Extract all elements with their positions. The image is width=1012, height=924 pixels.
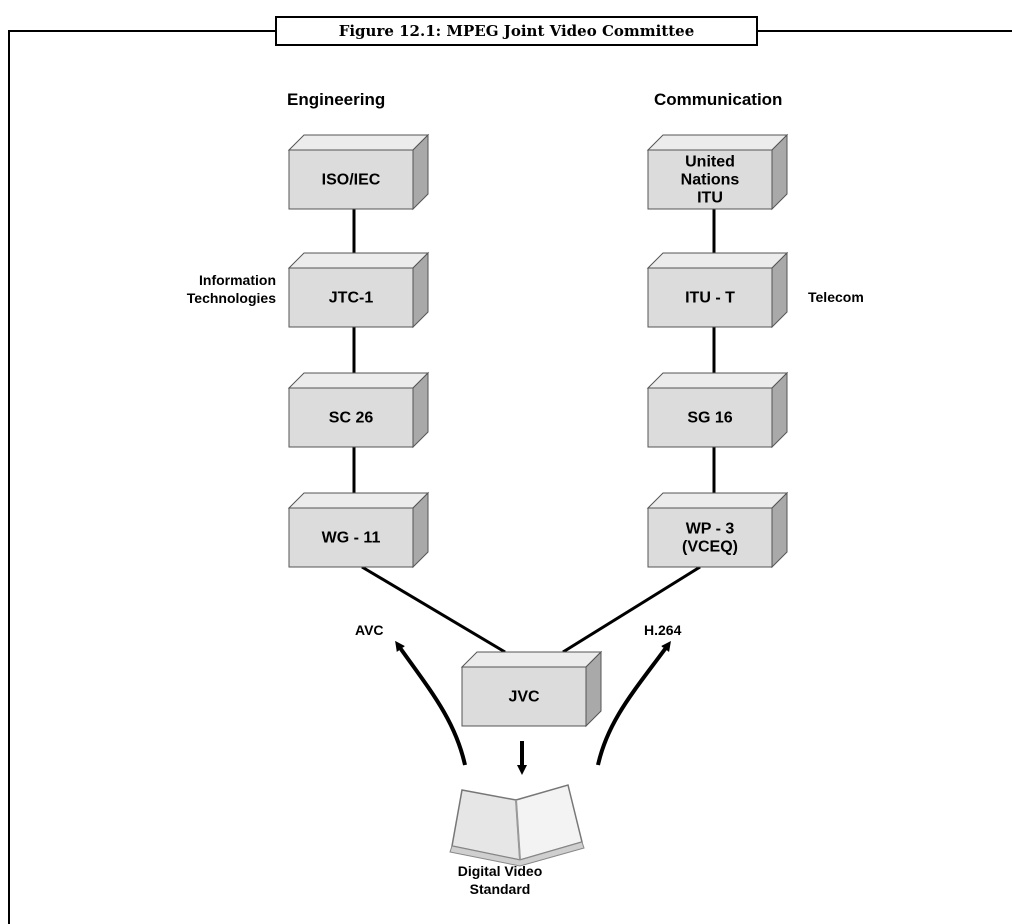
node-wg-11-top — [287, 492, 430, 509]
figure-caption: Figure 12.1: MPEG Joint Video Committee — [275, 16, 758, 46]
node-jvc-face — [461, 666, 587, 727]
node-wp-3-label-1: WP - 3 — [686, 521, 735, 538]
connector-wg11-jvc — [361, 565, 506, 654]
node-sc-26-top — [287, 372, 430, 389]
node-sc-26-label-1: SC 26 — [329, 410, 374, 427]
node-jvc-label-1: JVC — [508, 689, 540, 706]
node-sg-16-top — [646, 372, 789, 389]
node-un-itu-label-2: Nations — [681, 172, 740, 189]
book-page-edge — [449, 841, 585, 867]
dvs-label-line1: Digital Video — [457, 863, 543, 879]
node-wg-11-face — [288, 507, 414, 568]
node-iso-iec-face — [288, 149, 414, 210]
node-iso-iec-label-1: ISO/IEC — [322, 172, 381, 189]
node-jtc-1-top — [287, 252, 430, 269]
engineering-header: Engineering — [287, 90, 386, 109]
arrow-curve-to-h264 — [596, 640, 671, 766]
node-iso-iec-top — [287, 134, 430, 151]
node-sc-26-face — [288, 387, 414, 448]
node-wp-3-label-2: (VCEQ) — [682, 539, 738, 556]
node-un-itu-label-1: United — [685, 154, 735, 171]
node-jvc: JVC — [460, 650, 603, 728]
avc-label: AVC — [355, 622, 384, 638]
node-sg-16-label-1: SG 16 — [687, 410, 732, 427]
node-itu-t-top — [646, 252, 789, 269]
node-jtc-1: JTC-1 — [287, 251, 430, 329]
node-un-itu-face — [647, 149, 773, 210]
h264-label: H.264 — [644, 622, 682, 638]
telecom-label: Telecom — [808, 289, 864, 305]
book-spine — [515, 799, 521, 861]
connector-wp3-jvc — [562, 565, 701, 654]
info-label-line1: Information — [199, 272, 276, 288]
communication-header: Communication — [654, 90, 783, 109]
digital-video-standard-label: Digital Video Standard — [430, 862, 570, 898]
node-jvc-top — [460, 651, 603, 668]
connectors — [352, 207, 716, 775]
node-itu-t-label-1: ITU - T — [685, 290, 735, 307]
node-wp-3-top — [646, 492, 789, 509]
node-sg-16: SG 16 — [646, 371, 789, 449]
node-itu-t-face — [647, 267, 773, 328]
node-sg-16-face — [647, 387, 773, 448]
node-wg-11: WG - 11 — [287, 491, 430, 569]
node-itu-t: ITU - T — [646, 251, 789, 329]
node-sc-26: SC 26 — [287, 371, 430, 449]
node-jtc-1-label-1: JTC-1 — [329, 290, 374, 307]
node-wg-11-label-1: WG - 11 — [322, 530, 381, 547]
node-wp-3: WP - 3(VCEQ) — [646, 491, 789, 569]
node-wp-3-face — [647, 507, 773, 568]
information-technologies-label: Information Technologies — [180, 271, 276, 307]
node-jtc-1-face — [288, 267, 414, 328]
book-icon — [449, 784, 585, 867]
info-label-line2: Technologies — [186, 290, 276, 306]
node-un-itu-label-3: ITU — [697, 190, 723, 207]
node-iso-iec: ISO/IEC — [287, 133, 430, 211]
node-un-itu-top — [646, 134, 789, 151]
dvs-label-line2: Standard — [469, 881, 531, 897]
arrow-curve-to-avc — [395, 640, 467, 766]
